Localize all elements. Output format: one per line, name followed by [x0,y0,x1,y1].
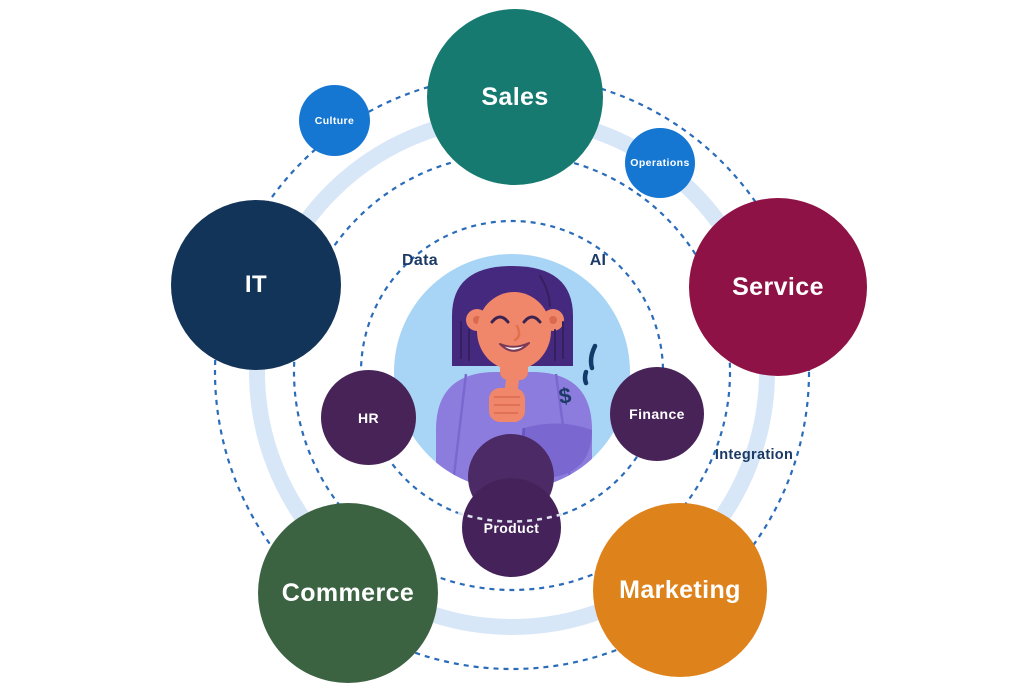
bubble-culture: Culture [299,85,370,156]
bubble-operations-label: Operations [630,157,690,169]
person-sweater [436,372,592,490]
person-face [477,292,551,370]
bubble-sales: Sales [427,9,603,185]
bubble-sales-label: Sales [481,82,549,111]
bubble-operations: Operations [625,128,695,198]
thumbs-up-hand [489,388,525,422]
bubble-commerce-label: Commerce [281,578,415,607]
person-sleeve [520,423,592,478]
bubble-finance: Finance [610,367,704,461]
bubble-hr: HR [321,370,416,465]
bubble-culture-label: Culture [314,114,355,127]
sparkle-doodle [582,343,598,386]
center-circle [394,254,630,490]
ai-label: AI [589,252,607,269]
dollar-doodle: $ [557,382,573,408]
data-label: Data [402,252,438,269]
bubble-marketing-label: Marketing [619,575,741,604]
bubble-finance-label: Finance [629,406,685,422]
bubble-hr-label: HR [357,409,380,426]
person-eyes [490,315,542,324]
bubble-product: Product [462,478,561,577]
person-hair [452,266,573,366]
bubble-service: Service [689,198,867,376]
person-smile [499,342,530,352]
bubble-service-label: Service [732,272,824,301]
bubble-it: IT [171,200,341,370]
bubble-commerce: Commerce [258,503,438,683]
bubble-product-label: Product [483,519,540,536]
bubble-it-label: IT [244,271,268,298]
bubble-marketing: Marketing [593,503,767,677]
person-figure: $ [436,266,598,490]
integration-label: Integration [714,447,794,463]
